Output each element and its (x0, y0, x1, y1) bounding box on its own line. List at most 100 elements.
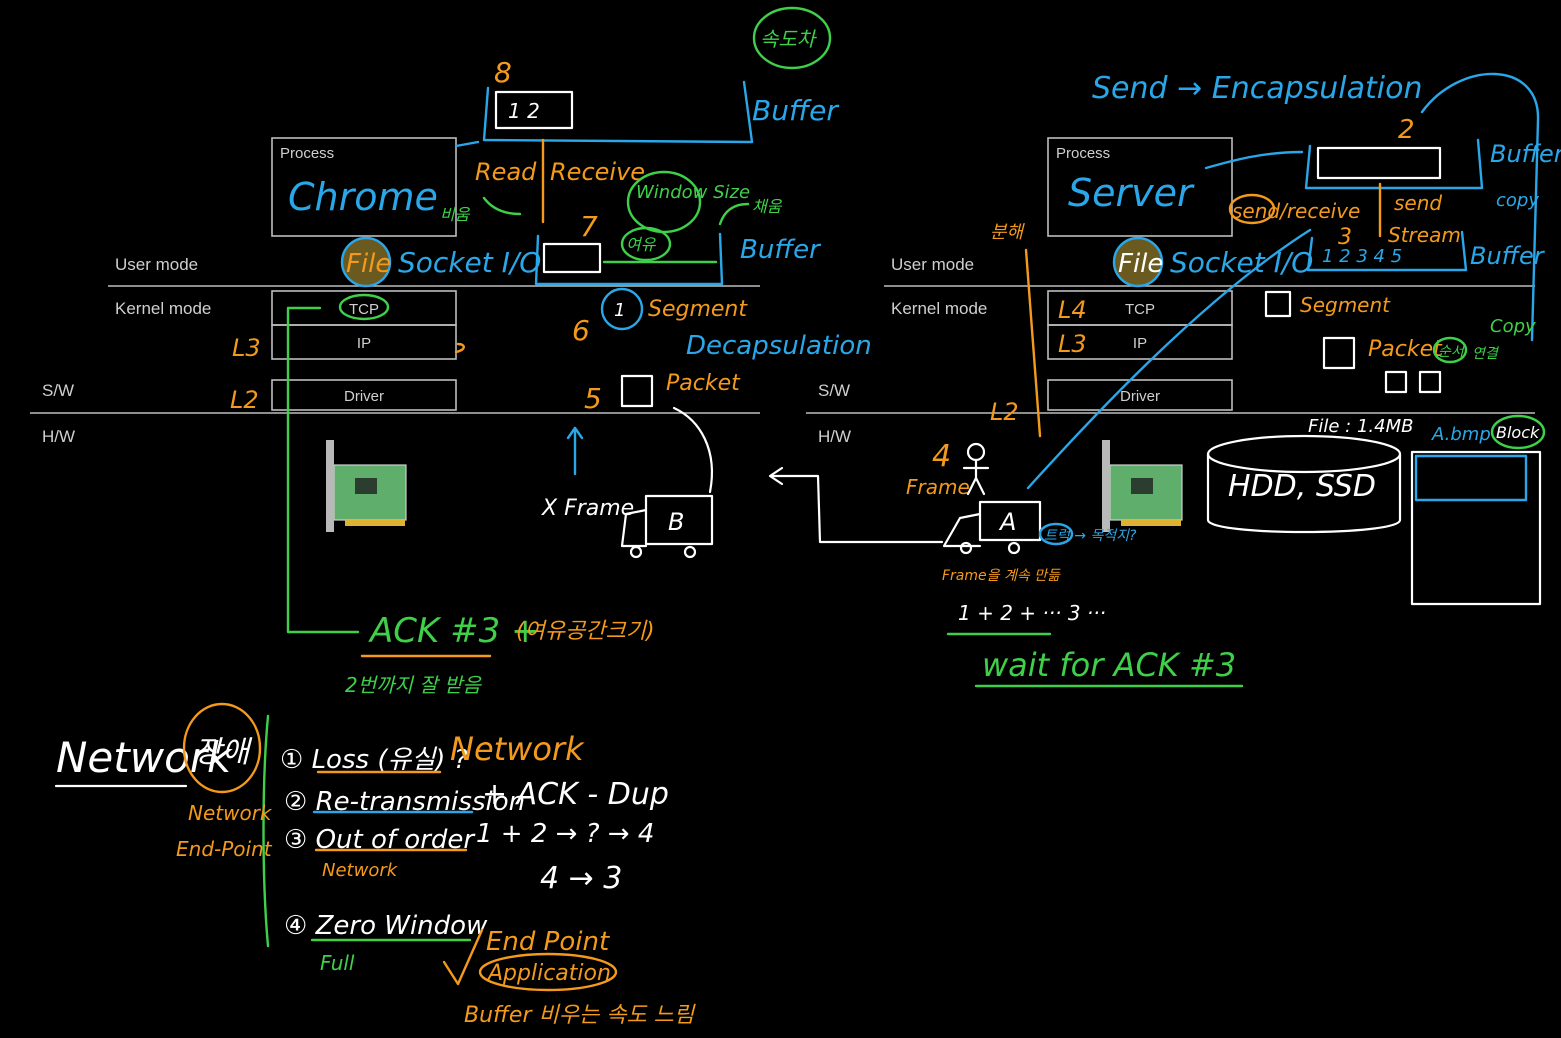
server-buffer1-label: Buffer (1490, 140, 1561, 168)
server-link-label: 연결 (1472, 346, 1500, 362)
server-truck-note: 트럭 → 목적지? (1044, 528, 1137, 544)
server-process-label: Process (1056, 145, 1110, 162)
client-frame-label: X Frame (541, 496, 634, 521)
faults-application: Application (486, 961, 611, 986)
server-send-label: send (1394, 191, 1442, 215)
client-receive-label: Receive (550, 158, 645, 186)
client-fill-arrow (720, 204, 748, 224)
client-window-size-label: Window Size (636, 182, 750, 203)
client-file-label: File (346, 249, 391, 279)
client-socket-io-label: Socket I/O (398, 246, 541, 279)
faults-cause-network: Network (188, 801, 273, 825)
server-disk-label: HDD, SSD (1228, 469, 1376, 504)
server-process-to-buffer-arrow (1206, 152, 1302, 168)
client-decapsulation-label: Decapsulation (686, 331, 872, 361)
fault-item-4-note: Full (320, 951, 355, 975)
client-free-arrow (484, 198, 520, 214)
server-send-encap-label: Send → Encapsulation (1092, 71, 1422, 106)
server-ip-label: IP (1133, 335, 1147, 352)
client-sw-label: S/W (42, 381, 74, 400)
server-copy1-label: copy (1496, 190, 1539, 211)
server-l2-label: L2 (990, 398, 1019, 426)
server-kernel-mode-label: Kernel mode (891, 299, 987, 318)
faults-bracket (264, 716, 269, 946)
server-wait-label: wait for ACK #3 (982, 646, 1236, 684)
server-split-label: 분해 (990, 222, 1026, 243)
server-packet-small-2 (1420, 372, 1440, 392)
client-truck-label: B (668, 508, 684, 536)
client-segment-label: Segment (648, 297, 748, 322)
server-step-4: 4 (932, 439, 951, 474)
server-annotations: Send → Encapsulation 2 Buffer copy send/… (770, 71, 1561, 686)
server-driver-label: Driver (1120, 388, 1160, 405)
server-stream-label: Stream (1388, 223, 1461, 247)
client-ip-arrow (456, 344, 464, 352)
server-file-block-selection (1416, 456, 1526, 500)
client-step-5: 5 (584, 382, 602, 415)
server-tcp-label: TCP (1125, 301, 1155, 318)
client-socket-segments (544, 244, 600, 272)
client-truck-to-packet (674, 408, 712, 492)
server-packet-icon (1324, 338, 1354, 368)
client-packet-label: Packet (666, 371, 741, 396)
faults-end-point: End Point (486, 927, 610, 957)
client-spare-label: 여유 (626, 235, 657, 254)
client-ack-window-label: (여유공간크기) (516, 619, 655, 644)
client-ack-note: 2번까지 잘 받음 (345, 673, 482, 697)
client-ack-label: ACK #3 + (368, 611, 540, 651)
fault-item-3-seq2: 4 → 3 (540, 861, 622, 896)
faults-cause-endpoint: End-Point (176, 837, 273, 861)
client-ip-label: IP (357, 335, 371, 352)
server-segment-label: Segment (1300, 293, 1391, 317)
faults-obstacle-label: 장애 (194, 735, 253, 770)
client-packet-icon (622, 376, 652, 406)
server-truck-label: A (998, 508, 1016, 536)
client-process-label: Process (280, 145, 334, 162)
server-buffer2-label: Buffer (1470, 242, 1546, 270)
client-step-6: 6 (572, 314, 590, 347)
server-nic-icon (1102, 440, 1182, 532)
server-file-label: File (1118, 249, 1163, 279)
client-free-label: 비움 (440, 205, 471, 224)
client-l2-label: L2 (230, 386, 259, 414)
server-hw-label: H/W (818, 427, 851, 446)
server-file-block-grid (1412, 452, 1540, 604)
client-speed-label: 속도차 (760, 27, 818, 51)
server-segment-icon (1266, 292, 1290, 316)
server-user-mode-label: User mode (891, 255, 974, 274)
server-stream-cells: 1 2 3 4 5 (1322, 246, 1402, 267)
server-frame-note: Frame을 계속 만듦 (942, 568, 1061, 584)
server-step-2: 2 (1398, 115, 1415, 145)
server-app-buffer-blocks (1318, 148, 1440, 178)
client-l3-label: L3 (232, 334, 261, 362)
server-l3-label: L3 (1058, 330, 1087, 358)
faults-buffer-note: Buffer 비우는 속도 느림 (464, 1003, 696, 1028)
server-file-info-label: File : 1.4MB (1308, 416, 1413, 437)
client-buffer-cells: 1 2 (508, 99, 540, 123)
client-fill-label: 채움 (752, 197, 783, 216)
client-truck-icon (622, 496, 712, 557)
client-segment-num: 1 (614, 300, 625, 321)
client-read-label: Read (475, 158, 537, 186)
client-tcp-label: TCP (349, 301, 379, 318)
fault-item-1: ① Loss (유실) ? (280, 745, 468, 775)
fault-item-4: ④ Zero Window (284, 911, 488, 941)
server-file-name-label: A.bmp (1431, 424, 1491, 445)
fault-item-1-cause: Network (450, 730, 585, 768)
client-step-7: 7 (580, 210, 598, 243)
server-send-receive-label: send/receive (1232, 199, 1360, 223)
client-step-8: 8 (494, 56, 512, 89)
client-buffer-top-label: Buffer (752, 94, 839, 127)
client-buffer-mid-label: Buffer (740, 235, 822, 265)
fault-item-3-seq: 1 + 2 → ? → 4 (476, 819, 654, 849)
server-seq-label: 1 + 2 + ··· 3 ··· (958, 601, 1106, 625)
server-frame-label: Frame (906, 475, 970, 499)
client-process-name: Chrome (288, 175, 438, 219)
server-copy2-label: Copy (1490, 316, 1536, 337)
server-packet-small-1 (1386, 372, 1406, 392)
fault-item-2-extra: + ACK - Dup (482, 777, 669, 812)
client-kernel-mode-label: Kernel mode (115, 299, 211, 318)
server-order-label: 순서 (1438, 344, 1466, 360)
